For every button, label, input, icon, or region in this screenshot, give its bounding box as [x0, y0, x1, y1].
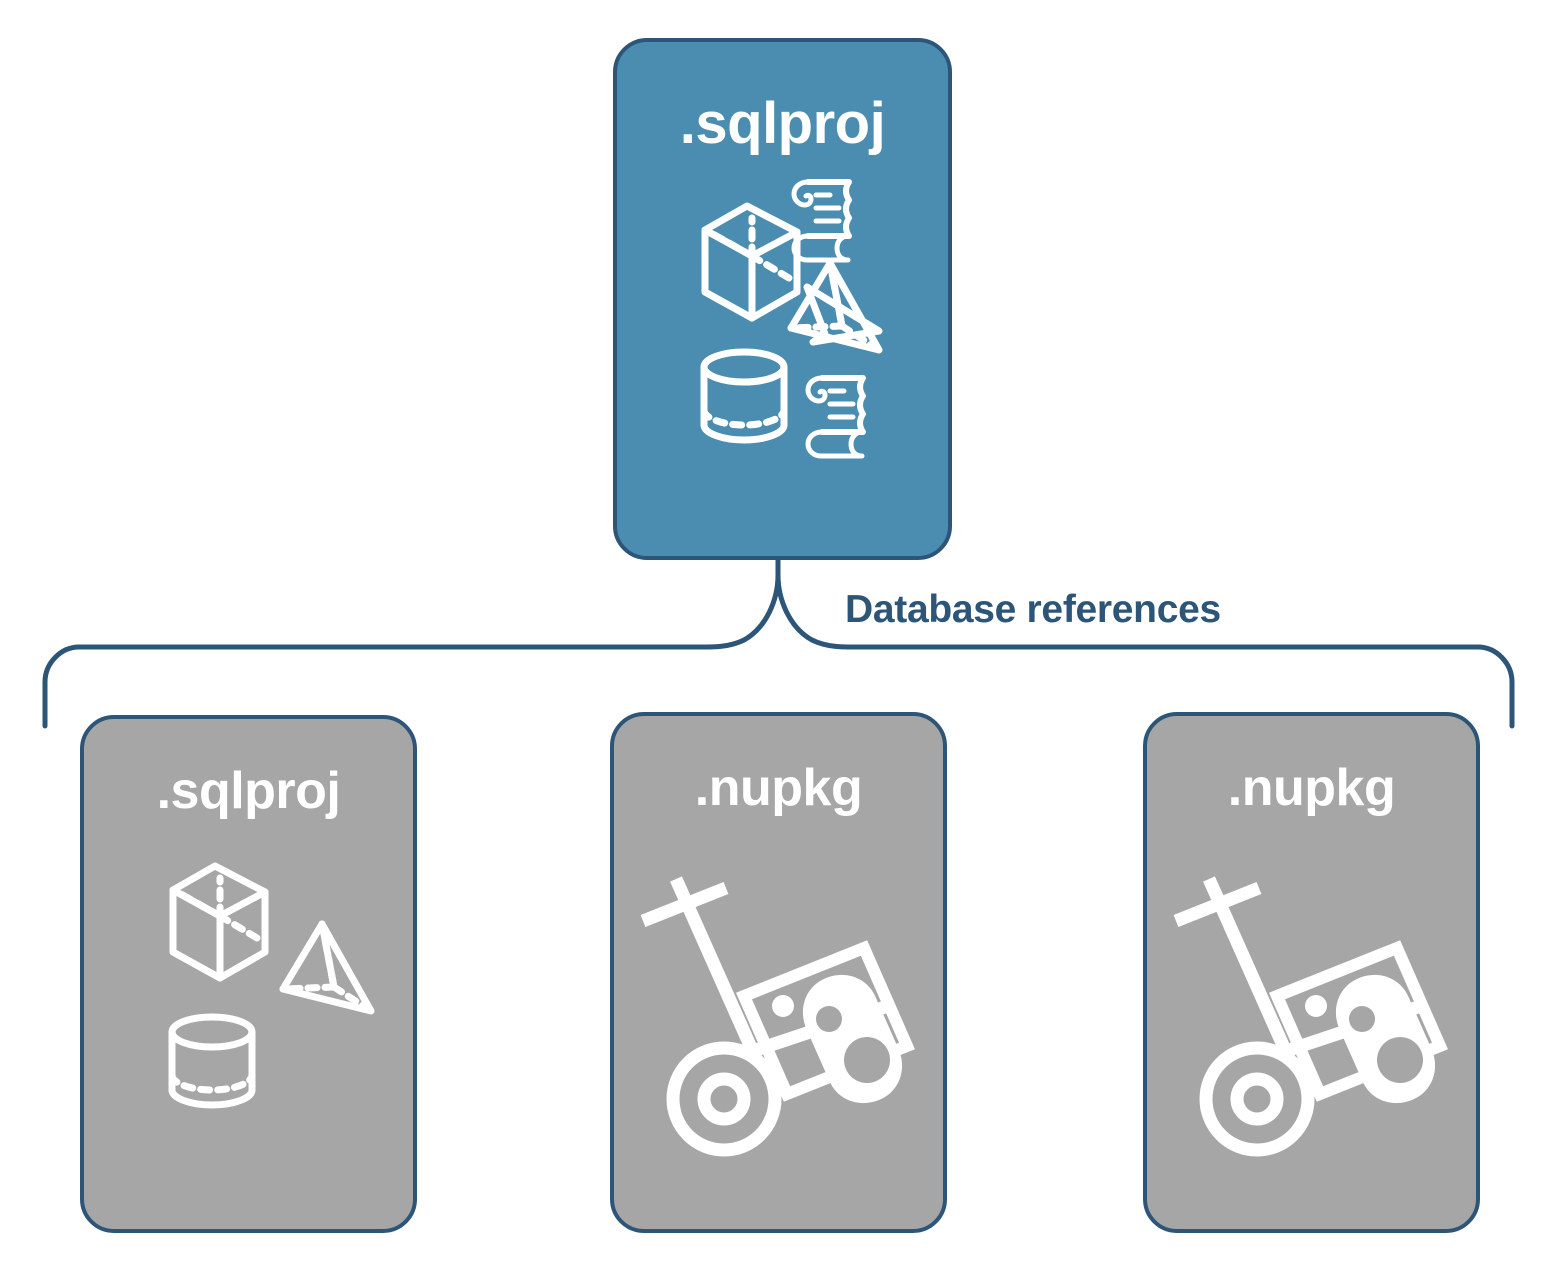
- node-child-sqlproj-title: .sqlproj: [156, 762, 341, 820]
- cube-icon: [169, 862, 269, 982]
- pyramid-icon: [803, 283, 883, 346]
- pyramid-icon: [279, 920, 375, 1015]
- node-root-title: .sqlproj: [679, 91, 886, 156]
- cylinder-icon: [168, 1013, 256, 1109]
- cube-icon: [701, 202, 801, 322]
- brace-label-database-references: Database references: [845, 588, 1221, 631]
- node-child-sqlproj[interactable]: .sqlproj: [80, 715, 417, 1233]
- nuget-logo-icon: [772, 974, 903, 1104]
- node-child-nupkg-1[interactable]: .nupkg: [610, 712, 947, 1233]
- node-child-nupkg-2[interactable]: .nupkg: [1143, 712, 1480, 1233]
- node-child-nupkg-2-title: .nupkg: [1227, 759, 1396, 817]
- hand-truck-package-icon: [1173, 876, 1448, 1157]
- node-root-sqlproj[interactable]: .sqlproj: [613, 38, 952, 560]
- node-child-nupkg-1-title: .nupkg: [694, 759, 863, 817]
- scroll-icon: [791, 179, 852, 263]
- nuget-logo-icon: [1305, 974, 1436, 1104]
- scroll-icon: [805, 375, 866, 459]
- pyramid-icon: [787, 259, 883, 354]
- cylinder-icon: [700, 348, 788, 444]
- hand-truck-package-icon: [640, 876, 915, 1157]
